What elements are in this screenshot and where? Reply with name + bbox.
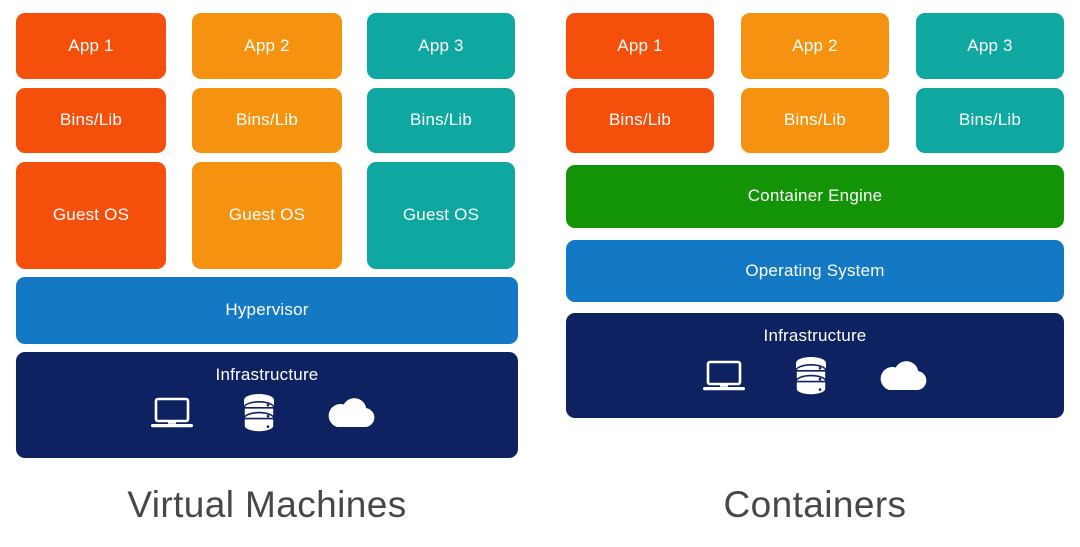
vm-infrastructure-icon-row bbox=[150, 390, 375, 438]
container-app-3-label: App 3 bbox=[967, 35, 1013, 55]
container-bins-lib-1-label: Bins/Lib bbox=[608, 110, 672, 130]
vm-bins-lib-2-label: Bins/Lib bbox=[235, 110, 299, 130]
vm-bins-lib-3-block: Bins/Lib bbox=[367, 88, 515, 153]
container-engine-block: Container Engine bbox=[566, 165, 1064, 228]
vm-panel-title: Virtual Machines bbox=[127, 484, 407, 525]
vm-bins-lib-1-block: Bins/Lib bbox=[16, 88, 166, 153]
container-bins-lib-3-label: Bins/Lib bbox=[958, 110, 1022, 130]
database-icon bbox=[794, 356, 828, 398]
container-panel-title: Containers bbox=[723, 484, 907, 525]
vm-app-1-block: App 1 bbox=[16, 13, 166, 79]
container-engine-label: Container Engine bbox=[747, 186, 883, 206]
container-bins-lib-1-block: Bins/Lib bbox=[566, 88, 714, 153]
container-app-3-block: App 3 bbox=[916, 13, 1064, 79]
vm-bins-lib-1-label: Bins/Lib bbox=[59, 110, 123, 130]
laptop-icon bbox=[702, 360, 746, 394]
vm-bins-lib-3-label: Bins/Lib bbox=[409, 110, 473, 130]
laptop-icon bbox=[150, 397, 194, 431]
vm-guest-os-2-block: Guest OS bbox=[192, 162, 342, 269]
vm-infrastructure-label: Infrastructure bbox=[215, 365, 319, 384]
vm-bins-lib-2-block: Bins/Lib bbox=[192, 88, 342, 153]
container-bins-lib-2-block: Bins/Lib bbox=[741, 88, 889, 153]
container-app-1-block: App 1 bbox=[566, 13, 714, 79]
container-infrastructure-icon-row bbox=[702, 353, 927, 401]
vm-guest-os-1-block: Guest OS bbox=[16, 162, 166, 269]
container-infrastructure-label: Infrastructure bbox=[763, 326, 867, 345]
container-operating-system-block: Operating System bbox=[566, 240, 1064, 302]
container-operating-system-label: Operating System bbox=[745, 260, 885, 280]
database-icon bbox=[242, 393, 276, 435]
vm-guest-os-2-label: Guest OS bbox=[228, 205, 306, 225]
vm-app-3-label: App 3 bbox=[418, 35, 464, 55]
container-bins-lib-2-label: Bins/Lib bbox=[783, 110, 847, 130]
vm-app-1-label: App 1 bbox=[68, 35, 114, 55]
vm-guest-os-1-label: Guest OS bbox=[52, 205, 130, 225]
vm-hypervisor-block: Hypervisor bbox=[16, 277, 518, 344]
container-app-2-label: App 2 bbox=[792, 35, 838, 55]
cloud-icon bbox=[876, 360, 928, 394]
cloud-icon bbox=[324, 397, 376, 431]
vm-hypervisor-label: Hypervisor bbox=[225, 300, 309, 320]
container-app-1-label: App 1 bbox=[617, 35, 663, 55]
vm-guest-os-3-block: Guest OS bbox=[367, 162, 515, 269]
vm-app-2-label: App 2 bbox=[244, 35, 290, 55]
vm-app-2-block: App 2 bbox=[192, 13, 342, 79]
vm-app-3-block: App 3 bbox=[367, 13, 515, 79]
container-app-2-block: App 2 bbox=[741, 13, 889, 79]
container-bins-lib-3-block: Bins/Lib bbox=[916, 88, 1064, 153]
vm-guest-os-3-label: Guest OS bbox=[402, 205, 480, 225]
